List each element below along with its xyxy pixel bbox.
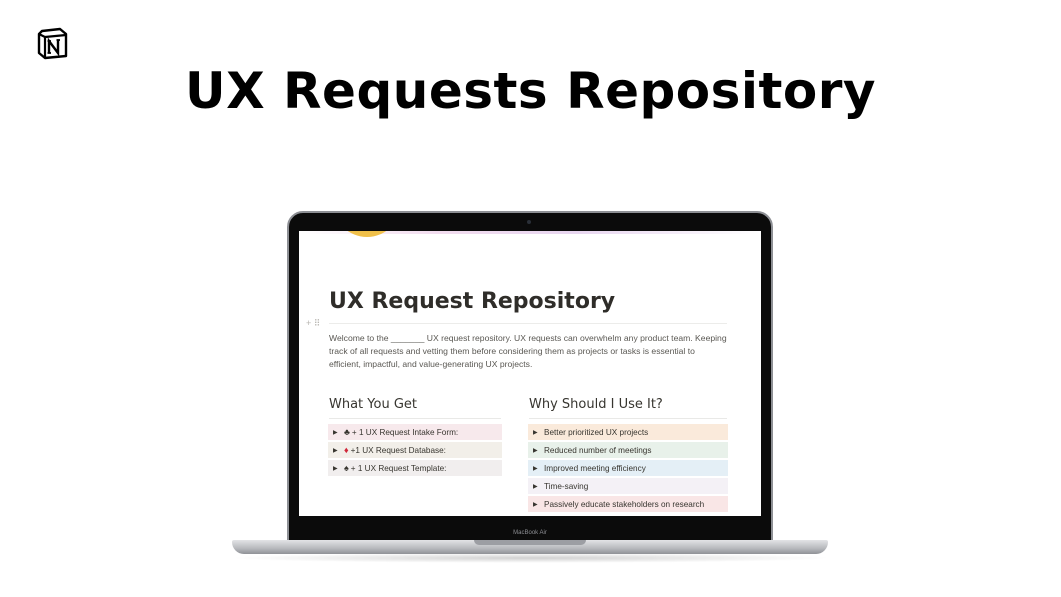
- why-use-it-heading: Why Should I Use It?: [529, 397, 663, 412]
- laptop-shadow: [228, 553, 833, 563]
- hero-title: UX Requests Repository: [184, 62, 877, 120]
- toggle-label: +1 UX Request Database:: [350, 445, 446, 455]
- diamond-icon: ♦: [344, 445, 349, 455]
- laptop-base: [232, 540, 828, 554]
- toggle-benefit-meeting-efficiency[interactable]: ▶ Improved meeting efficiency: [528, 460, 728, 476]
- toggle-benefit-fewer-meetings[interactable]: ▶ Reduced number of meetings: [528, 442, 728, 458]
- toggle-triangle-icon[interactable]: ▶: [333, 465, 338, 472]
- toggle-triangle-icon[interactable]: ▶: [533, 501, 538, 508]
- toggle-label: Passively educate stakeholders on resear…: [544, 499, 705, 509]
- toggle-triangle-icon[interactable]: ▶: [533, 483, 538, 490]
- toggle-benefit-prioritized[interactable]: ▶ Better prioritized UX projects: [528, 424, 728, 440]
- toggle-triangle-icon[interactable]: ▶: [533, 429, 538, 436]
- title-divider: [329, 323, 727, 324]
- toggle-label: Reduced number of meetings: [544, 445, 652, 455]
- laptop-brand: MacBook Air: [513, 530, 547, 536]
- toggle-label: + 1 UX Request Template:: [350, 463, 447, 473]
- intro-paragraph[interactable]: Welcome to the _______ UX request reposi…: [329, 333, 727, 369]
- what-you-get-heading: What You Get: [329, 397, 417, 412]
- toggle-label: Time-saving: [544, 481, 589, 491]
- club-icon: ♣: [344, 427, 350, 437]
- cover-image: [299, 231, 761, 234]
- why-use-it-list: ▶ Better prioritized UX projects ▶ Reduc…: [528, 424, 728, 514]
- laptop-notch: [474, 540, 586, 545]
- page-title[interactable]: UX Request Repository: [329, 289, 616, 314]
- toggle-benefit-time-saving[interactable]: ▶ Time-saving: [528, 478, 728, 494]
- toggle-triangle-icon[interactable]: ▶: [333, 447, 338, 454]
- drag-handle-icon[interactable]: + ⠿: [306, 318, 321, 328]
- clock-page-icon[interactable]: [329, 231, 401, 261]
- toggle-label: Better prioritized UX projects: [544, 427, 649, 437]
- toggle-benefit-educate-stakeholders[interactable]: ▶ Passively educate stakeholders on rese…: [528, 496, 728, 512]
- notion-logo-icon: [37, 27, 68, 60]
- toggle-intake-form[interactable]: ▶ ♣ + 1 UX Request Intake Form:: [328, 424, 502, 440]
- spade-icon: ♠: [344, 463, 349, 473]
- left-heading-rule: [329, 418, 501, 419]
- toggle-label: Improved meeting efficiency: [544, 463, 646, 473]
- notion-page: UX Request Repository + ⠿ Welcome to the…: [299, 231, 761, 516]
- toggle-triangle-icon[interactable]: ▶: [533, 465, 538, 472]
- toggle-label: + 1 UX Request Intake Form:: [351, 427, 459, 437]
- toggle-triangle-icon[interactable]: ▶: [533, 447, 538, 454]
- camera-icon: [527, 220, 531, 224]
- right-heading-rule: [529, 418, 727, 419]
- toggle-request-template[interactable]: ▶ ♠ + 1 UX Request Template:: [328, 460, 502, 476]
- toggle-triangle-icon[interactable]: ▶: [333, 429, 338, 436]
- toggle-request-database[interactable]: ▶ ♦ +1 UX Request Database:: [328, 442, 502, 458]
- what-you-get-list: ▶ ♣ + 1 UX Request Intake Form: ▶ ♦ +1 U…: [328, 424, 502, 478]
